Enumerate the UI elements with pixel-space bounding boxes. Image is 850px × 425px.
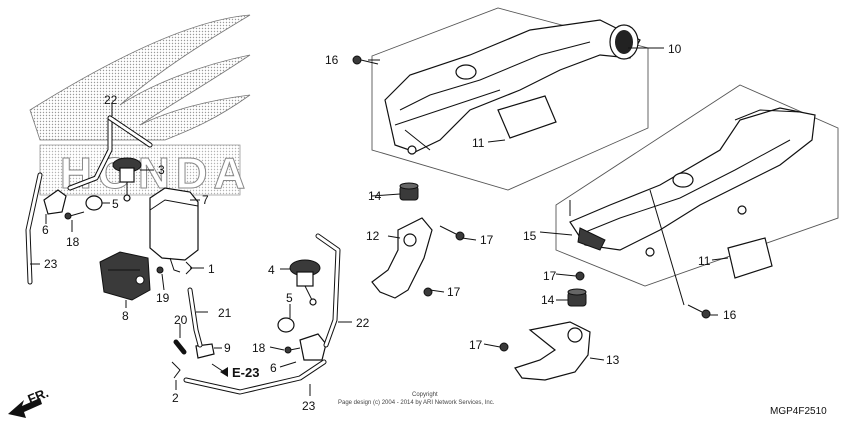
label-13: 13 <box>606 353 620 367</box>
bolt-part-17-d[interactable] <box>499 342 509 352</box>
label-17-a: 17 <box>480 233 494 247</box>
bolt-part-17-b[interactable] <box>423 287 433 297</box>
wing-logo-watermark: HONDA <box>29 14 251 199</box>
bolt-part-17-c[interactable] <box>575 271 585 281</box>
label-17-d: 17 <box>469 338 483 352</box>
label-19: 19 <box>156 291 170 305</box>
label-10: 10 <box>668 42 682 56</box>
tube-part-20[interactable] <box>173 339 187 355</box>
label-22-mid: 22 <box>356 316 370 330</box>
label-20: 20 <box>174 313 188 327</box>
reference-e23[interactable]: E-23 <box>220 365 259 380</box>
label-2: 2 <box>172 391 179 405</box>
label-8: 8 <box>122 309 129 323</box>
bolt-part-17-a[interactable] <box>439 225 465 241</box>
front-direction-label: FR. <box>26 385 51 407</box>
svg-text:HONDA: HONDA <box>60 149 251 198</box>
leader-lines <box>30 47 729 396</box>
diagram-code: MGP4F2510 <box>770 406 827 417</box>
part-number-labels: 16 10 11 14 12 17 17 15 11 17 14 16 17 1… <box>42 42 737 413</box>
copyright-heading: Copyright <box>412 392 438 398</box>
bracket-part-12[interactable] <box>371 217 433 299</box>
label-14-lower: 14 <box>541 293 555 307</box>
label-4: 4 <box>268 263 275 277</box>
screw-part-19[interactable] <box>156 266 164 274</box>
label-6-left: 6 <box>42 223 49 237</box>
label-11-lower: 11 <box>698 254 711 268</box>
label-15: 15 <box>523 229 537 243</box>
sponge-part-11-upper[interactable] <box>497 95 557 139</box>
tubes[interactable] <box>25 115 341 395</box>
label-3: 3 <box>158 163 165 177</box>
label-17-b: 17 <box>447 285 461 299</box>
label-23-left: 23 <box>44 257 58 271</box>
canister-part-7[interactable] <box>149 187 199 261</box>
label-21: 21 <box>218 306 232 320</box>
screw-part-18-left[interactable] <box>64 211 85 220</box>
air-duct-upper-part-10[interactable] <box>384 19 641 155</box>
bolt-part-16-upper[interactable] <box>352 55 379 65</box>
label-9: 9 <box>224 341 231 355</box>
region-frames <box>371 7 839 287</box>
label-23-bottom: 23 <box>302 399 316 413</box>
joint-part-6-left[interactable] <box>43 189 67 215</box>
label-5-left: 5 <box>112 197 119 211</box>
cap-part-5-mid[interactable] <box>277 317 295 333</box>
label-16-lower: 16 <box>723 308 737 322</box>
valve-part-4[interactable] <box>289 259 321 306</box>
label-5-mid: 5 <box>286 291 293 305</box>
air-duct-lower-part-15[interactable] <box>569 107 816 257</box>
front-direction-arrow: FR. <box>8 385 51 418</box>
bolt-part-16-lower[interactable] <box>687 304 711 319</box>
label-22-top: 22 <box>104 93 118 107</box>
grommet-part-14-upper[interactable] <box>399 182 419 201</box>
label-12: 12 <box>366 229 380 243</box>
label-18-mid: 18 <box>252 341 266 355</box>
screw-part-18-mid[interactable] <box>284 346 301 354</box>
label-7: 7 <box>202 193 209 207</box>
label-16-upper: 16 <box>325 53 339 67</box>
cap-part-5-left[interactable] <box>85 195 103 211</box>
solenoid-part-8[interactable] <box>99 251 151 301</box>
copyright-text: Page design (c) 2004 - 2014 by ARI Netwo… <box>338 400 495 406</box>
clip-part-2[interactable] <box>171 361 181 379</box>
valve-part-3[interactable] <box>112 157 142 202</box>
sponge-part-11-lower[interactable] <box>727 237 773 279</box>
label-17-c: 17 <box>543 269 557 283</box>
joint-part-9[interactable] <box>195 343 215 359</box>
reference-e23-label[interactable]: E-23 <box>232 365 259 380</box>
label-18-left: 18 <box>66 235 80 249</box>
label-1: 1 <box>208 262 215 276</box>
label-14-upper: 14 <box>368 189 382 203</box>
label-6-mid: 6 <box>270 361 277 375</box>
joint-part-6-mid[interactable] <box>299 333 327 361</box>
label-11-upper: 11 <box>472 136 485 150</box>
grommet-part-14-lower[interactable] <box>567 288 587 307</box>
